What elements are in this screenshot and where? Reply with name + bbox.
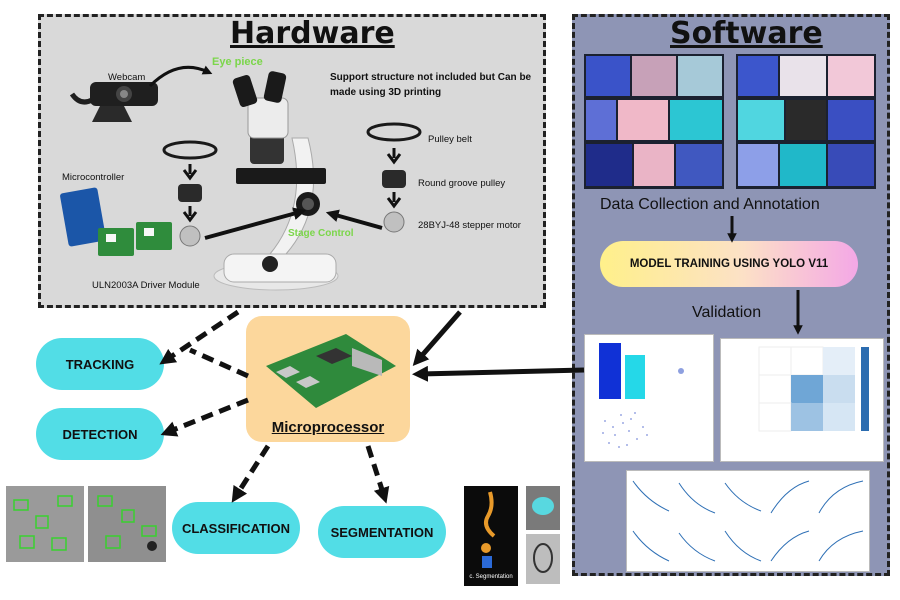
- webcam-image: [69, 82, 158, 122]
- training-metrics-plots: [626, 470, 870, 572]
- software-title: Software: [670, 16, 823, 51]
- tracking-result-thumbnail-1: [6, 486, 84, 562]
- segmentation-result-thumbnail: c. Segmentation: [464, 486, 518, 586]
- microcontroller-image: [60, 187, 172, 256]
- microprocessor-label: Microprocessor: [271, 419, 385, 436]
- stage-control-label: Stage Control: [288, 228, 354, 239]
- validation-label: Validation: [692, 304, 762, 321]
- annotated-dataset-collage-left: [584, 54, 724, 189]
- left-pulley-assembly: [162, 140, 218, 247]
- segmentation-cell-thumbnail-1: [526, 486, 560, 530]
- annotated-dataset-collage-right: [736, 54, 876, 189]
- label-distribution-plot: [584, 334, 714, 462]
- tracking-pill: TRACKING: [36, 338, 164, 390]
- confusion-matrix-plot: [720, 338, 884, 462]
- support-structure-note: Support structure not included but Can b…: [330, 72, 532, 98]
- webcam-label: Webcam: [108, 72, 146, 83]
- tracking-result-thumbnail-2: [88, 486, 166, 562]
- classification-pill: CLASSIFICATION: [172, 502, 300, 554]
- hardware-title: Hardware: [230, 16, 395, 51]
- eye-piece-label: Eye piece: [212, 56, 263, 68]
- round-groove-pulley-label: Round groove pulley: [418, 178, 506, 189]
- stepper-motor-label: 28BYJ-48 stepper motor: [418, 220, 521, 231]
- detection-pill: DETECTION: [36, 408, 164, 460]
- model-training-pill: MODEL TRAINING USING YOLO V11: [600, 241, 858, 287]
- pulley-belt-label: Pulley belt: [428, 134, 472, 145]
- segmentation-pill: SEGMENTATION: [318, 506, 446, 558]
- microcontroller-label: Microcontroller: [62, 172, 125, 183]
- driver-module-label: ULN2003A Driver Module: [92, 280, 200, 291]
- right-pulley-assembly: [366, 122, 422, 233]
- segmentation-cell-thumbnail-2: [526, 534, 560, 584]
- segmentation-thumbnail-caption: c. Segmentation: [469, 574, 513, 580]
- raspberry-pi-image: [266, 334, 396, 408]
- data-collection-caption: Data Collection and Annotation: [600, 196, 820, 213]
